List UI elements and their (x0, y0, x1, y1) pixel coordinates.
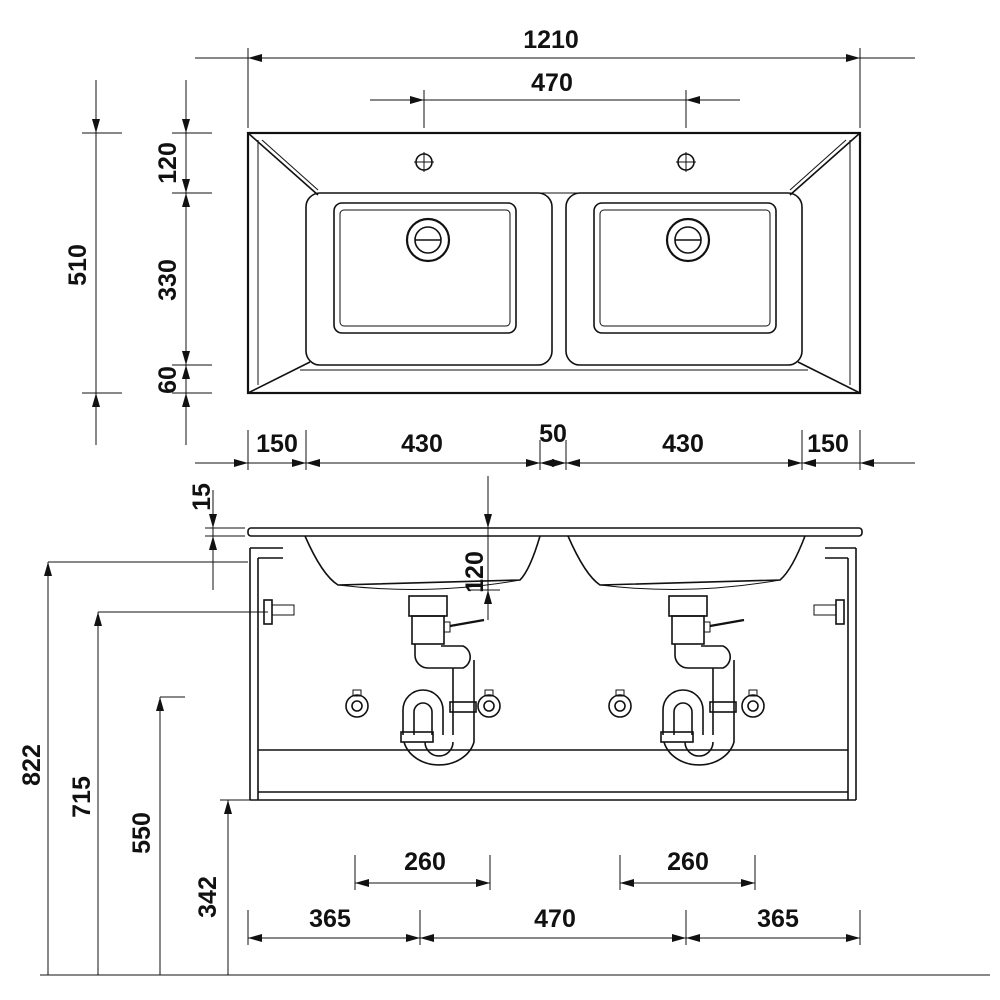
dim-drain-spacing: 470 (534, 905, 576, 933)
arrowhead (92, 119, 100, 133)
arrowhead (846, 934, 860, 942)
arrowhead (620, 879, 634, 887)
arrowhead (686, 96, 700, 104)
dim-side-right: 150 (807, 430, 849, 458)
arrowhead (182, 351, 190, 365)
arrowhead (540, 459, 554, 467)
arrowhead (182, 119, 190, 133)
dim-height-cabinet-bottom: 342 (194, 876, 222, 918)
dim-overall-width: 1210 (523, 26, 579, 54)
arrowhead (248, 934, 262, 942)
supply-valve-icon (345, 689, 369, 718)
arrowhead (292, 459, 306, 467)
right-basin (565, 192, 803, 366)
arrowhead (182, 365, 190, 379)
arrowhead (406, 934, 420, 942)
dim-side-left: 150 (256, 430, 298, 458)
arrowhead (860, 459, 874, 467)
arrowhead (248, 54, 262, 62)
arrowhead (234, 459, 248, 467)
arrowhead (182, 179, 190, 193)
dim-height-top: 822 (18, 744, 46, 786)
drain-icon (405, 217, 451, 263)
dimension-arrows (44, 54, 874, 942)
dim-drain-offset-left: 365 (309, 905, 351, 933)
arrowhead (846, 54, 860, 62)
arrowhead (156, 697, 164, 711)
front-dimensions (40, 476, 990, 976)
arrowhead (224, 800, 232, 814)
wall-bracket-icon (835, 599, 845, 625)
front-view-cabinet (247, 527, 863, 801)
arrowhead (44, 562, 52, 576)
supply-valve-icon (741, 689, 765, 718)
arrowhead (741, 879, 755, 887)
arrowhead (306, 459, 320, 467)
dim-front-margin: 60 (154, 366, 182, 394)
dim-back-margin: 120 (154, 142, 182, 184)
dim-basin-depth: 330 (154, 259, 182, 301)
arrowhead (686, 934, 700, 942)
supply-valve-icon (608, 689, 632, 718)
top-view-basin (246, 131, 862, 395)
arrowhead (410, 96, 424, 104)
dim-basin-left: 430 (401, 430, 443, 458)
arrowhead (476, 879, 490, 887)
arrowhead (552, 459, 566, 467)
dim-drain-offset-right: 365 (757, 905, 799, 933)
supply-valve-icon (477, 689, 501, 718)
arrowhead (484, 514, 492, 528)
arrowhead (92, 393, 100, 407)
dim-basin-height: 120 (461, 551, 489, 593)
dim-height-supply: 550 (128, 812, 156, 854)
dim-tap-spacing: 470 (531, 69, 573, 97)
arrowhead (566, 459, 580, 467)
arrowhead (526, 459, 540, 467)
arrowhead (672, 934, 686, 942)
arrowhead (484, 590, 492, 604)
arrowhead (182, 193, 190, 207)
left-basin (305, 192, 553, 366)
arrowhead (420, 934, 434, 942)
arrowhead (788, 459, 802, 467)
dim-top-thickness: 15 (188, 483, 216, 511)
top-dimensions (82, 48, 915, 470)
siphon-trap (400, 595, 485, 766)
arrowhead (802, 459, 816, 467)
dim-gap: 50 (539, 420, 567, 448)
dim-height-fixing: 715 (68, 776, 96, 818)
dim-basin-right: 430 (662, 430, 704, 458)
arrowhead (209, 514, 217, 528)
dim-supply-spacing-left: 260 (404, 848, 446, 876)
arrowhead (182, 393, 190, 407)
dim-supply-spacing-right: 260 (667, 848, 709, 876)
siphon-trap (660, 595, 745, 766)
arrowhead (94, 612, 102, 626)
drain-icon (665, 217, 711, 263)
arrowhead (355, 879, 369, 887)
arrowhead (209, 536, 217, 550)
dim-overall-depth: 510 (64, 244, 92, 286)
